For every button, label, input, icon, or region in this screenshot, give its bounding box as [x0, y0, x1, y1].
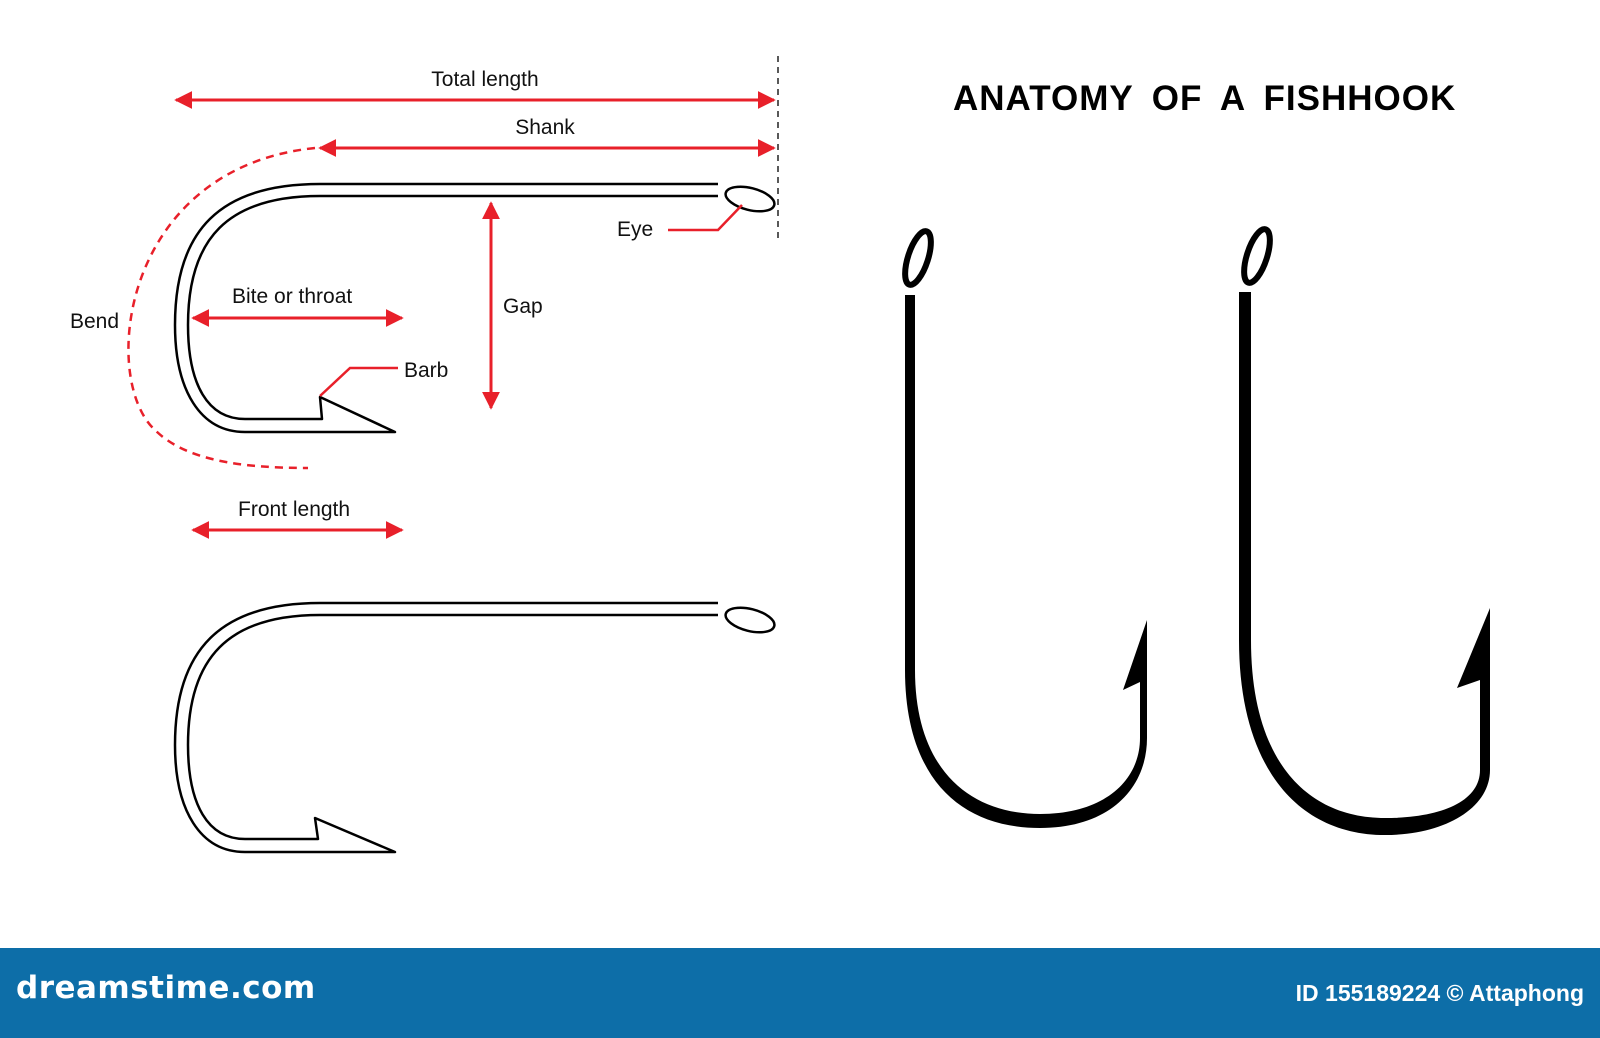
solid-hook-right-eye: [1241, 226, 1273, 286]
barb-label: Barb: [404, 359, 448, 382]
fishhook-anatomy-diagram: ANATOMY OF A FISHHOOK Total length Shank…: [70, 56, 1490, 854]
image-credit: ID 155189224 © Attaphong: [1295, 980, 1584, 1006]
solid-hook-right: [1239, 226, 1490, 835]
gap-label: Gap: [503, 295, 543, 318]
outline-hook-body: [173, 601, 718, 854]
solid-hook-left-body: [905, 295, 1147, 828]
bite-label: Bite or throat: [232, 285, 352, 308]
brand-logo[interactable]: dreamstime.com: [16, 970, 316, 1006]
diagram-title: ANATOMY OF A FISHHOOK: [953, 79, 1456, 118]
outline-hook: [173, 601, 776, 854]
annotated-hook-eye: [724, 185, 776, 213]
annotated-hook-outline: [173, 182, 718, 434]
solid-hook-right-body: [1239, 292, 1490, 835]
eye-label: Eye: [617, 218, 653, 241]
annotated-hook: [173, 182, 776, 434]
total-length-label: Total length: [431, 68, 538, 91]
eye-callout-line: [668, 204, 743, 232]
bend-label: Bend: [70, 310, 119, 333]
shank-label: Shank: [515, 116, 575, 139]
barb-callout-line: [319, 366, 398, 397]
outline-hook-eye: [724, 606, 776, 634]
solid-hook-left-eye: [902, 228, 934, 288]
solid-hook-left: [902, 228, 1147, 828]
front-length-label: Front length: [238, 498, 350, 521]
footer-bar: dreamstime.com ID 155189224 © Attaphong: [0, 948, 1600, 1038]
